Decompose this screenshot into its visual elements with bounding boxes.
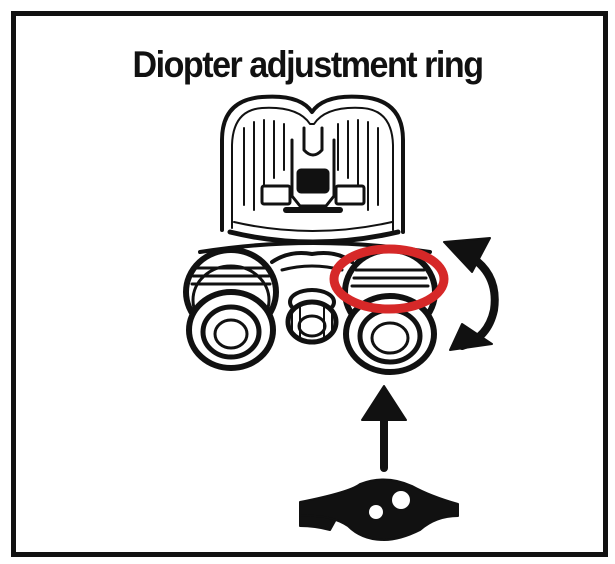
up-arrow-icon — [361, 385, 407, 472]
center-focus-knob — [270, 251, 354, 345]
left-eyepiece — [183, 247, 279, 371]
binocular-body — [198, 94, 432, 254]
rotate-arrows-icon — [443, 237, 499, 351]
diagram-title: Diopter adjustment ring — [132, 44, 484, 85]
ring-highlight-ellipse — [329, 244, 449, 314]
eye-icon — [299, 478, 459, 541]
diagram-frame — [11, 11, 608, 557]
